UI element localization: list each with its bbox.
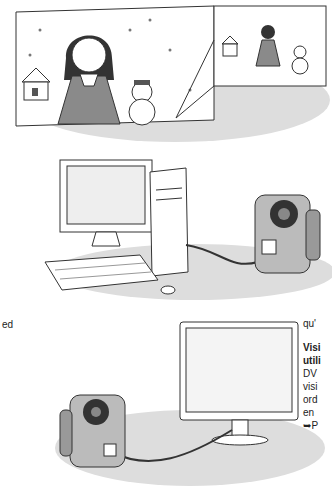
houses <box>22 68 50 100</box>
camcorder-body <box>255 195 310 273</box>
drive-slot <box>156 188 182 190</box>
camcorder-lens <box>83 399 109 425</box>
tv-screen <box>186 328 292 412</box>
camcorder-strap <box>306 210 320 260</box>
drive-slot <box>156 198 182 200</box>
av-cable <box>112 430 232 461</box>
monitor <box>60 160 152 232</box>
mouse <box>161 286 175 294</box>
snowman <box>129 80 155 125</box>
keyboard-keys <box>60 272 151 279</box>
snowman-body <box>129 99 155 125</box>
text-fragment: DV <box>303 368 317 380</box>
text-fragment: Visi <box>303 342 321 354</box>
inset-house <box>222 36 238 44</box>
snowflake <box>149 19 152 22</box>
camcorder <box>255 195 320 273</box>
house-wall <box>24 82 48 100</box>
tv-frame <box>180 322 298 420</box>
inset-snowman <box>294 46 306 58</box>
snowman-hat <box>134 80 150 85</box>
text-fragment: ed <box>2 319 13 331</box>
pc-tower <box>150 168 188 276</box>
connector-plug <box>104 444 116 456</box>
girl-face <box>72 38 106 72</box>
monitor-stand <box>92 232 120 246</box>
camcorder-lens <box>270 200 298 228</box>
picture-frame <box>16 6 214 126</box>
inset-girl-head <box>261 25 275 39</box>
connector-plug <box>262 240 276 254</box>
text-fragment: ➥P <box>303 420 318 432</box>
snowflake <box>169 49 172 52</box>
tv-stand <box>232 420 248 436</box>
inset-girl-coat <box>256 40 280 66</box>
text-fragment: utili <box>303 355 321 367</box>
text-fragment: ord <box>303 394 317 406</box>
girl-hair <box>64 35 114 80</box>
snowflakes <box>29 19 192 92</box>
camcorder <box>60 395 125 467</box>
girl-scarf <box>80 74 98 86</box>
camcorder-lens-glass <box>278 208 290 220</box>
usb-cable <box>186 245 258 264</box>
text-fragment: visi <box>303 381 317 393</box>
camcorder-lens-glass <box>91 407 101 417</box>
girl <box>58 35 120 124</box>
snowflake <box>39 29 42 32</box>
snowflake <box>129 29 132 32</box>
camcorder-strap <box>60 410 72 456</box>
snowflake <box>29 54 32 57</box>
inset-house <box>223 44 237 56</box>
house-roof <box>22 68 50 82</box>
zoom-line <box>176 40 214 118</box>
zoom-line <box>176 86 214 118</box>
text-fragment: qu' <box>303 318 316 330</box>
text-fragment: en <box>303 407 314 419</box>
keyboard <box>45 255 158 290</box>
house-window <box>32 88 38 96</box>
camcorder-body <box>70 395 125 467</box>
inset-frame <box>214 6 326 86</box>
keyboard-keys <box>55 263 145 270</box>
inset-snowman <box>292 58 308 74</box>
monitor-screen <box>67 166 145 224</box>
